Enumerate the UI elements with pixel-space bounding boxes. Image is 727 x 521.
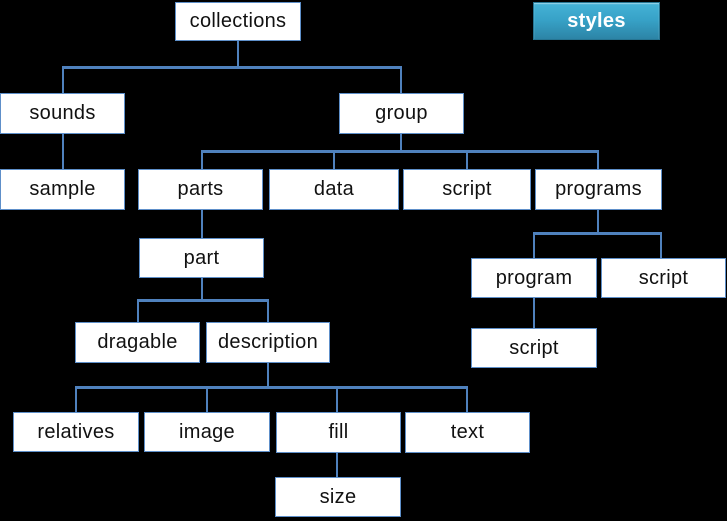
connector-line (137, 299, 139, 322)
tree-node-script-program: script (471, 328, 597, 368)
connector-line (62, 66, 64, 93)
connector-line (336, 452, 338, 477)
connector-line (237, 41, 239, 68)
tree-node-script-group: script (403, 169, 531, 210)
connector-line (533, 232, 535, 258)
tree-node-collections: collections (175, 2, 301, 41)
tree-node-description: description (206, 322, 330, 363)
tree-node-text: text (405, 412, 530, 453)
connector-line (75, 386, 468, 389)
tree-node-group: group (339, 93, 464, 134)
connector-line (201, 210, 203, 238)
tree-node-program: program (471, 258, 597, 298)
connector-line (660, 232, 662, 258)
connector-line (62, 66, 402, 69)
tree-node-script-programs: script (601, 258, 726, 298)
tree-node-fill: fill (276, 412, 401, 453)
tree-node-programs: programs (535, 169, 662, 210)
connector-line (201, 150, 599, 153)
connector-line (62, 134, 64, 169)
connector-line (466, 386, 468, 412)
connector-line (206, 386, 208, 412)
connector-line (400, 134, 402, 152)
connector-line (137, 299, 269, 302)
tree-node-part: part (139, 238, 264, 278)
connector-line (267, 299, 269, 322)
tree-node-size: size (275, 477, 401, 517)
connector-line (336, 386, 338, 412)
connector-line (267, 363, 269, 388)
connector-line (466, 150, 468, 169)
connector-line (201, 150, 203, 169)
connector-line (533, 298, 535, 328)
connector-line (597, 210, 599, 233)
connector-line (597, 150, 599, 169)
tree-node-dragable: dragable (75, 322, 200, 363)
connector-line (333, 150, 335, 169)
tree-node-data: data (269, 169, 399, 210)
connector-line (75, 386, 77, 412)
tree-node-image: image (144, 412, 270, 452)
tree-node-relatives: relatives (13, 412, 139, 452)
connector-line (533, 232, 662, 235)
tree-node-sounds: sounds (0, 93, 125, 134)
tree-node-sample: sample (0, 169, 125, 210)
connector-line (400, 66, 402, 93)
connector-line (201, 278, 203, 301)
tree-node-styles: styles (533, 2, 660, 40)
tree-node-parts: parts (138, 169, 263, 210)
